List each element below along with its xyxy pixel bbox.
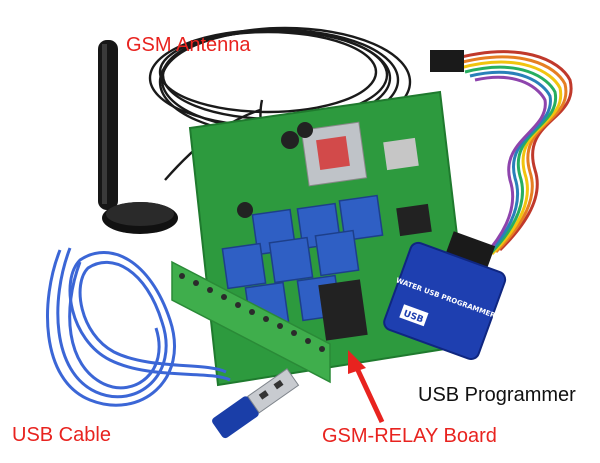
label-usb-programmer: USB Programmer [418,384,576,406]
ribbon-cable [449,50,573,262]
usb-plug [212,368,300,439]
usb-programmer: WATER USB PROGRAMMER USB [383,231,507,361]
usb-cable [46,247,231,407]
arrow-icon [348,350,385,424]
label-usb-cable: USB Cable [12,424,111,446]
label-gsm-relay-board: GSM-RELAY Board [322,425,497,447]
ribbon-connector [430,50,464,72]
label-gsm-antenna: GSM Antenna [126,34,251,56]
gsm-antenna [98,40,178,234]
